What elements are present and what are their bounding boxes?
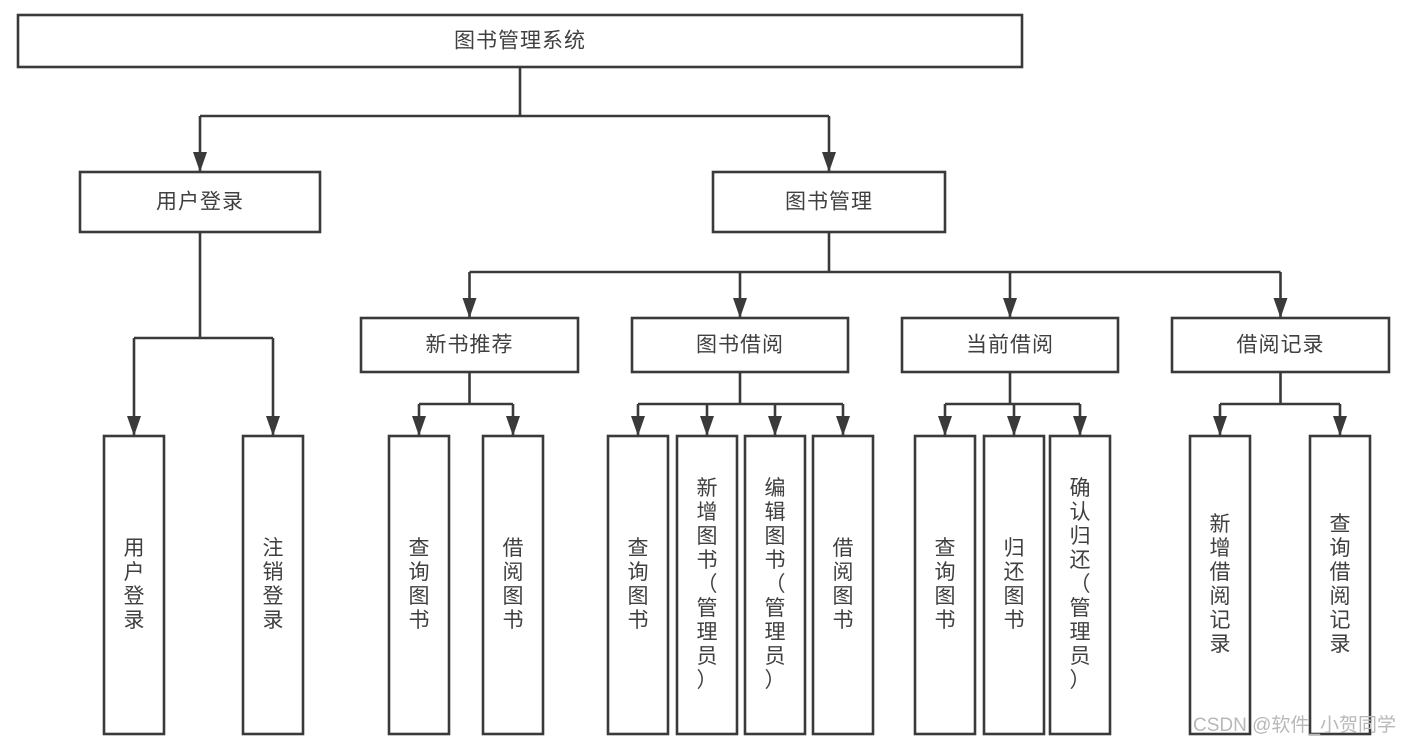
node-leaf[interactable]: 查询借阅记录 bbox=[1308, 434, 1372, 736]
arrow-head-icon bbox=[1007, 416, 1021, 436]
node-leaf[interactable]: 归还图书 bbox=[982, 434, 1046, 736]
arrow-head-icon bbox=[733, 298, 747, 318]
arrow-head-icon bbox=[836, 416, 850, 436]
node-level3[interactable]: 图书借阅 bbox=[630, 316, 850, 374]
node-rect bbox=[982, 434, 1046, 736]
node-label: 归还图书 bbox=[1004, 537, 1025, 632]
node-label: 图书管理 bbox=[785, 191, 873, 214]
arrow-head-icon bbox=[193, 152, 207, 172]
node-rect bbox=[1048, 434, 1112, 736]
node-leaf[interactable]: 借阅图书 bbox=[481, 434, 545, 736]
arrow-head-icon bbox=[1213, 416, 1227, 436]
node-leaf[interactable]: 新增图书（管理员） bbox=[675, 434, 739, 736]
node-label: 新增借阅记录 bbox=[1210, 513, 1231, 656]
node-rect bbox=[811, 434, 875, 736]
node-rect bbox=[241, 434, 305, 736]
node-leaf[interactable]: 借阅图书 bbox=[811, 434, 875, 736]
node-level2[interactable]: 用户登录 bbox=[78, 170, 322, 234]
node-leaf[interactable]: 查询图书 bbox=[606, 434, 670, 736]
csdn-watermark: CSDN @软件_小贺同学 bbox=[1193, 714, 1396, 736]
arrow-head-icon bbox=[768, 416, 782, 436]
node-level3[interactable]: 新书推荐 bbox=[359, 316, 580, 374]
node-label: 新增图书（管理员） bbox=[697, 477, 718, 692]
node-root[interactable]: 图书管理系统 bbox=[16, 13, 1024, 69]
node-label: 查询图书 bbox=[628, 537, 649, 632]
node-rect bbox=[481, 434, 545, 736]
arrow-head-icon bbox=[1073, 416, 1087, 436]
node-rect bbox=[102, 434, 166, 736]
node-leaf[interactable]: 查询图书 bbox=[913, 434, 977, 736]
nodes-layer: 图书管理系统用户登录图书管理新书推荐图书借阅当前借阅借阅记录用户登录注销登录查询… bbox=[16, 13, 1391, 736]
node-label: 编辑图书（管理员） bbox=[765, 477, 786, 692]
node-label: 图书借阅 bbox=[696, 334, 784, 357]
node-level2[interactable]: 图书管理 bbox=[711, 170, 947, 234]
node-label: 确认归还（管理员） bbox=[1070, 477, 1091, 692]
node-label: 查询借阅记录 bbox=[1330, 513, 1351, 656]
arrow-head-icon bbox=[938, 416, 952, 436]
arrow-head-icon bbox=[127, 416, 141, 436]
node-label: 用户登录 bbox=[124, 537, 145, 632]
node-label: 注销登录 bbox=[263, 537, 284, 632]
node-label: 借阅图书 bbox=[503, 537, 524, 632]
node-label: 用户登录 bbox=[156, 191, 244, 214]
node-leaf[interactable]: 编辑图书（管理员） bbox=[743, 434, 807, 736]
node-level3[interactable]: 借阅记录 bbox=[1170, 316, 1391, 374]
node-rect bbox=[743, 434, 807, 736]
node-rect bbox=[711, 170, 947, 234]
arrow-head-icon bbox=[1273, 298, 1288, 318]
arrow-head-icon bbox=[506, 416, 520, 436]
node-label: 借阅记录 bbox=[1237, 334, 1325, 357]
node-rect bbox=[78, 170, 322, 234]
node-rect bbox=[359, 316, 580, 374]
node-rect bbox=[675, 434, 739, 736]
node-rect bbox=[1170, 316, 1391, 374]
arrow-head-icon bbox=[700, 416, 714, 436]
node-leaf[interactable]: 用户登录 bbox=[102, 434, 166, 736]
arrow-head-icon bbox=[266, 416, 280, 436]
node-rect bbox=[1188, 434, 1252, 736]
node-label: 借阅图书 bbox=[833, 537, 854, 632]
node-rect bbox=[387, 434, 451, 736]
node-rect bbox=[16, 13, 1024, 69]
node-leaf[interactable]: 新增借阅记录 bbox=[1188, 434, 1252, 736]
arrow-head-icon bbox=[822, 152, 836, 172]
arrow-head-icon bbox=[1333, 416, 1347, 436]
arrow-head-icon bbox=[1003, 298, 1017, 318]
node-label: 查询图书 bbox=[935, 537, 956, 632]
node-leaf[interactable]: 查询图书 bbox=[387, 434, 451, 736]
connectors-layer bbox=[127, 67, 1347, 436]
node-label: 图书管理系统 bbox=[454, 30, 586, 53]
arrow-head-icon bbox=[412, 416, 426, 436]
arrow-head-icon bbox=[462, 298, 477, 318]
node-leaf[interactable]: 确认归还（管理员） bbox=[1048, 434, 1112, 736]
node-level3[interactable]: 当前借阅 bbox=[900, 316, 1120, 374]
node-label: 查询图书 bbox=[409, 537, 430, 632]
node-rect bbox=[913, 434, 977, 736]
node-rect bbox=[606, 434, 670, 736]
node-leaf[interactable]: 注销登录 bbox=[241, 434, 305, 736]
node-rect bbox=[1308, 434, 1372, 736]
node-label: 当前借阅 bbox=[966, 334, 1054, 357]
arrow-head-icon bbox=[631, 416, 645, 436]
node-rect bbox=[630, 316, 850, 374]
node-rect bbox=[900, 316, 1120, 374]
node-label: 新书推荐 bbox=[426, 334, 514, 357]
